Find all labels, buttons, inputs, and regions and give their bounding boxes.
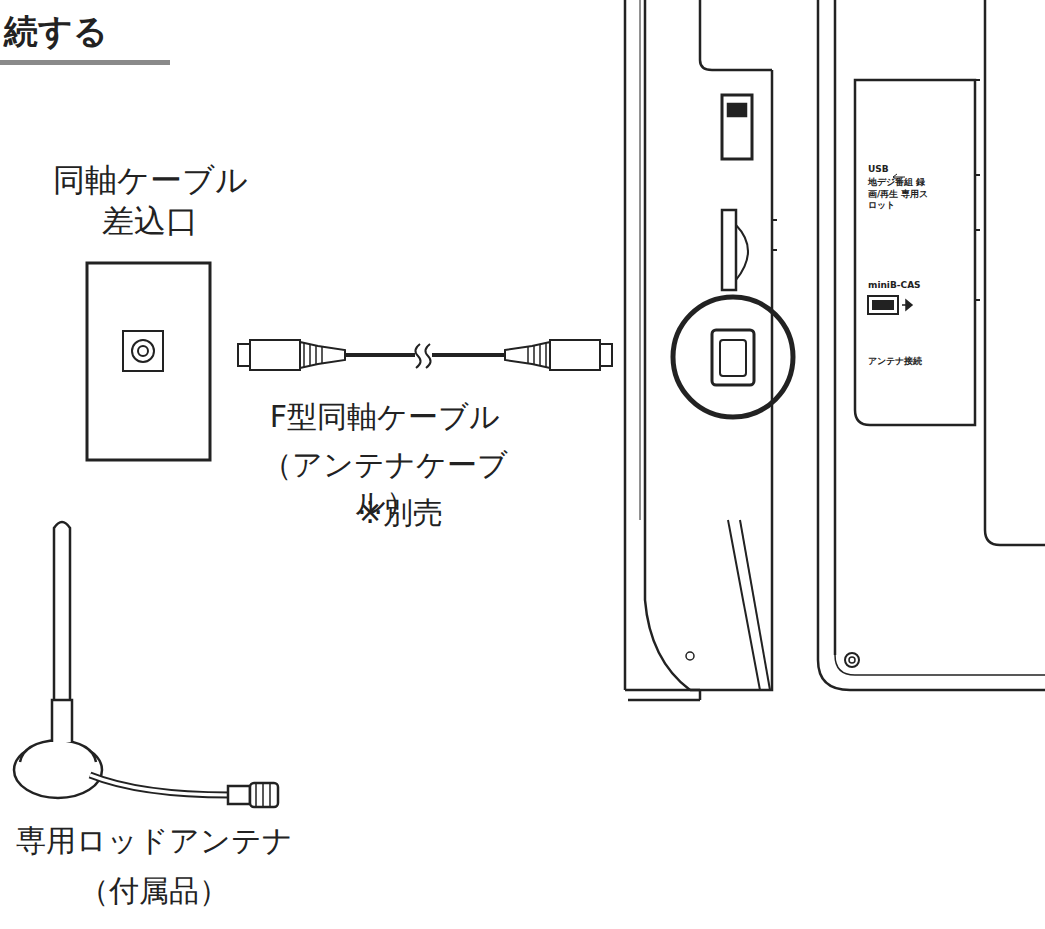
accessory-note: （付属品） <box>4 872 304 910</box>
tv-side <box>625 0 793 700</box>
heading-underline <box>0 60 170 65</box>
antenna-label: 専用ロッドアンテナ <box>4 822 304 860</box>
sold-separately-note: ※別売 <box>330 494 470 532</box>
rod-antenna <box>14 522 278 807</box>
port-label: miniB-CAS <box>868 280 958 292</box>
tv-back <box>818 0 1045 690</box>
port-label: 地デジ番組 録画/再生 専用スロット <box>868 177 930 212</box>
section-heading: 続する <box>4 10 108 54</box>
port-label: USB <box>868 164 898 176</box>
wall-outlet <box>87 263 210 460</box>
cable-label: F型同軸ケーブル <box>240 398 530 436</box>
port-label: アンテナ接続 <box>868 356 958 368</box>
coax-cable <box>238 340 612 370</box>
outlet-label: 同軸ケーブル 差込口 <box>40 160 260 242</box>
